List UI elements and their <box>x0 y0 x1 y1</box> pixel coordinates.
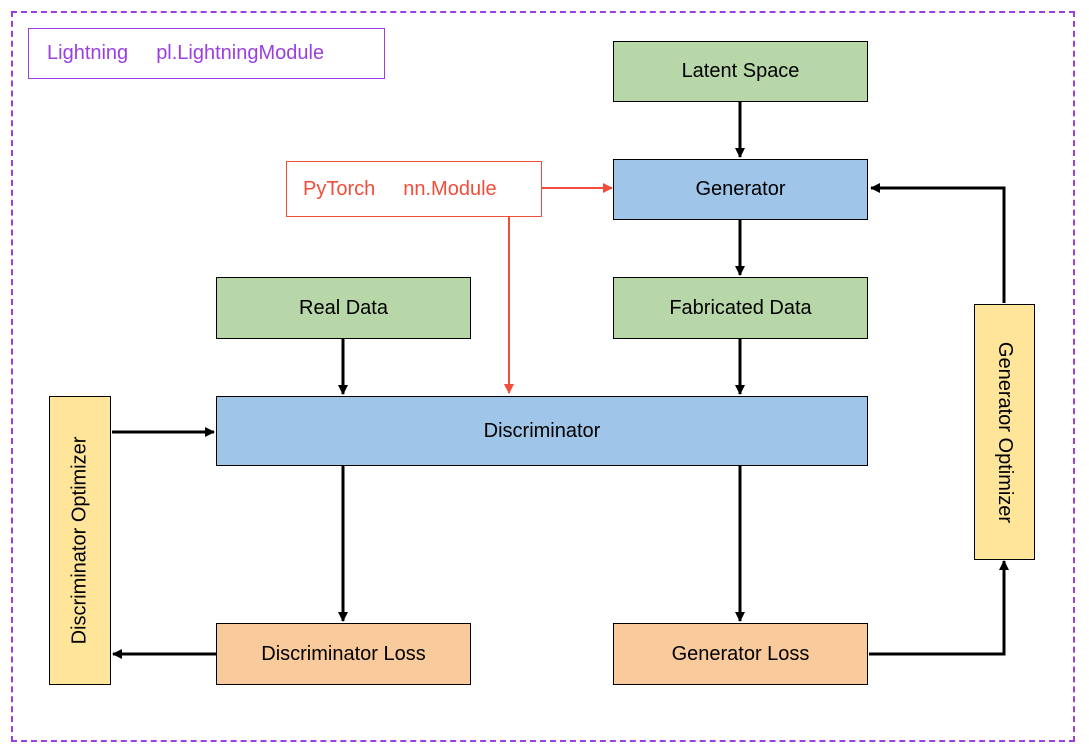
generator-node: Generator <box>613 159 868 220</box>
pytorch-legend-class: nn.Module <box>403 177 497 200</box>
fabricated-data-label: Fabricated Data <box>669 296 812 319</box>
generator-label: Generator <box>695 178 786 200</box>
discriminator-label: Discriminator <box>483 419 601 442</box>
discriminator-optimizer-node: Discriminator Optimizer <box>49 396 111 685</box>
real-data-label: Real Data <box>299 296 388 319</box>
lightning-legend-class: pl.LightningModule <box>156 42 325 64</box>
generator-optimizer-node: Generator Optimizer <box>974 304 1035 560</box>
generator-optimizer-label: Generator Optimizer <box>994 341 1017 523</box>
discriminator-optimizer-label: Discriminator Optimizer <box>68 436 91 645</box>
pytorch-legend-prefix: PyTorch <box>303 177 376 200</box>
arrow-gen-loss-to-gen-optimizer <box>869 560 1009 656</box>
discriminator-loss-label: Discriminator Loss <box>261 642 426 665</box>
latent-space-label: Latent Space <box>681 60 800 82</box>
fabricated-data-node: Fabricated Data <box>613 277 868 339</box>
generator-loss-node: Generator Loss <box>613 623 868 685</box>
generator-loss-label: Generator Loss <box>671 642 810 665</box>
lightning-module-boundary <box>11 11 1075 742</box>
pytorch-module-legend: PyTorch nn.Module <box>286 161 542 217</box>
discriminator-loss-node: Discriminator Loss <box>216 623 471 685</box>
lightning-module-legend: Lightning pl.LightningModule <box>28 28 385 79</box>
latent-space-node: Latent Space <box>613 41 868 102</box>
lightning-legend-prefix: Lightning <box>47 42 129 64</box>
real-data-node: Real Data <box>216 277 471 339</box>
discriminator-node: Discriminator <box>216 396 868 466</box>
arrow-gen-optimizer-to-generator <box>870 183 1006 303</box>
